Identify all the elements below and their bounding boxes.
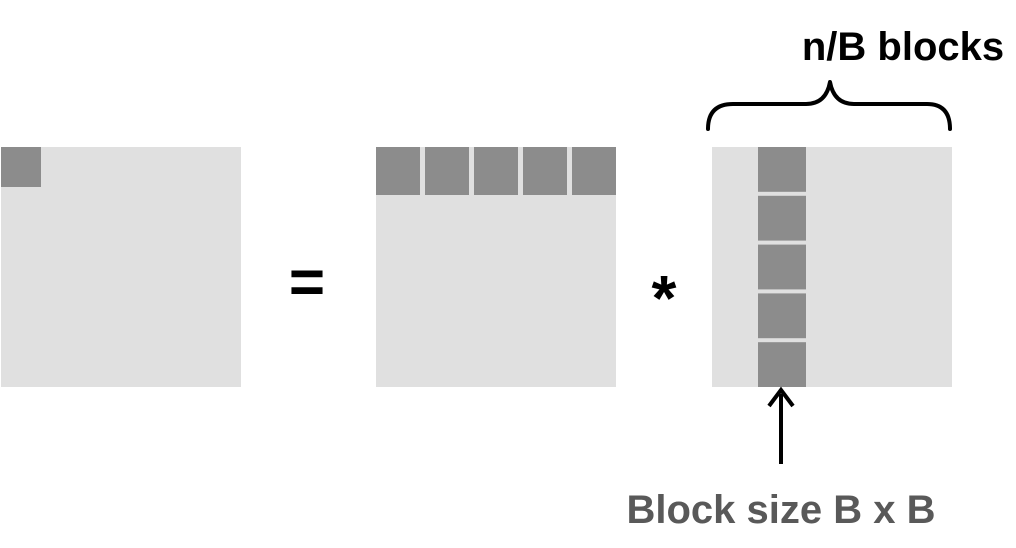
n-blocks-label: n/B blocks bbox=[802, 25, 1004, 69]
equals-sign: = bbox=[289, 248, 325, 317]
row-block bbox=[523, 147, 567, 195]
row-block bbox=[425, 147, 469, 195]
right-matrix bbox=[712, 147, 952, 387]
result-matrix bbox=[1, 147, 241, 387]
curly-brace bbox=[706, 80, 952, 131]
column-block bbox=[758, 244, 806, 290]
multiply-sign: * bbox=[652, 262, 677, 334]
result-highlighted-block bbox=[1, 147, 41, 187]
right-matrix-body bbox=[712, 147, 952, 387]
column-block bbox=[758, 342, 806, 387]
column-block bbox=[758, 293, 806, 339]
row-block bbox=[572, 147, 616, 195]
arrow-head bbox=[767, 386, 795, 408]
block-size-label: Block size B x B bbox=[626, 488, 935, 532]
left-matrix bbox=[376, 147, 616, 387]
up-arrow-icon bbox=[767, 386, 795, 464]
left-block-row bbox=[376, 147, 616, 195]
right-block-column bbox=[758, 147, 806, 387]
row-block bbox=[474, 147, 518, 195]
column-block bbox=[758, 195, 806, 241]
column-block bbox=[758, 147, 806, 192]
row-block bbox=[376, 147, 420, 195]
